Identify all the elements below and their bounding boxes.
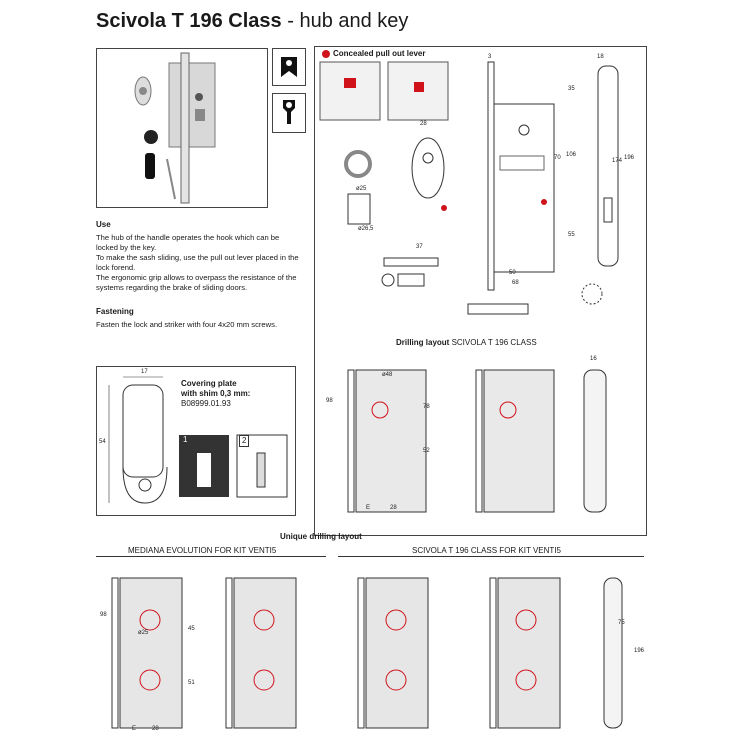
- plate-step-1: 1: [181, 435, 190, 445]
- unique-title: Unique drilling layout: [280, 532, 362, 541]
- use-line-3: The ergonomic grip allows to overpass th…: [96, 273, 297, 292]
- use-heading: Use: [96, 220, 111, 229]
- u-dim-98: 98: [100, 612, 107, 618]
- plate-line2: with shim 0,3 mm:: [181, 389, 251, 398]
- dim-26: ø26,5: [358, 226, 374, 232]
- dim-35: 35: [568, 86, 575, 92]
- use-section: Use The hub of the handle operates the h…: [96, 220, 301, 330]
- lock-product-image: [134, 52, 216, 204]
- red-dot-icon: [322, 50, 330, 58]
- fastening-text: Fasten the lock and striker with four 4x…: [96, 320, 278, 329]
- page-title: Scivola T 196 Class - hub and key: [96, 10, 408, 33]
- unique-drilling-drawings: [111, 577, 623, 729]
- covering-plate-box: 17 54 Covering plate with shim 0,3 mm: B…: [96, 366, 296, 516]
- dim-55: 55: [568, 232, 575, 238]
- unique-right-rule: [338, 556, 644, 557]
- plate-title: Covering plate: [181, 379, 237, 388]
- lever-label: Concealed pull out lever: [333, 49, 426, 58]
- title-bold: Scivola T 196 Class: [96, 10, 282, 32]
- plate-step-2: 2: [239, 435, 250, 447]
- hub-icon-box: [272, 48, 306, 86]
- dim-68: 68: [512, 280, 519, 286]
- u-dim-196: 196: [634, 648, 645, 654]
- dim-174: 174: [612, 158, 623, 164]
- drilling-title: Drilling layout SCIVOLA T 196 CLASS: [396, 338, 537, 347]
- dim-70: 70: [554, 155, 561, 161]
- plate-code: B08999.01.93: [181, 399, 231, 408]
- u-dim-75: 75: [618, 620, 625, 626]
- fastening-heading: Fastening: [96, 307, 134, 316]
- key-icon-box: [272, 93, 306, 133]
- u-dim-25: ø25: [138, 630, 149, 636]
- dim-e: E: [366, 505, 371, 511]
- use-line-1: The hub of the handle operates the hook …: [96, 233, 280, 252]
- dim-52: 52: [423, 448, 430, 454]
- dim-50: 50: [509, 270, 516, 276]
- dim-28b: 28: [390, 505, 397, 511]
- dim-28: 28: [420, 121, 427, 127]
- unique-left-label: MEDIANA EVOLUTION FOR KIT VENTI5: [126, 546, 279, 556]
- drilling-title-bold: Drilling layout: [396, 338, 450, 347]
- keyhole-icon: [283, 100, 295, 124]
- dim-78: 78: [423, 404, 430, 410]
- plate-dim-height: 54: [99, 439, 106, 445]
- u-dim-51: 51: [188, 680, 195, 686]
- unique-left-rule: [96, 556, 326, 557]
- dim-25: ø25: [356, 186, 367, 192]
- plate-dim-width: 17: [141, 369, 148, 375]
- dim-16: 16: [590, 356, 597, 362]
- dim-3: 3: [488, 54, 492, 60]
- dim-37: 37: [416, 244, 423, 250]
- u-dim-28: 28: [152, 726, 159, 732]
- dim-98: 98: [326, 398, 333, 404]
- unique-right-label: SCIVOLA T 196 CLASS FOR KIT VENTI5: [410, 546, 563, 556]
- product-photo-box: [96, 48, 268, 208]
- dim-106: 106: [566, 152, 577, 158]
- hub-icon: [281, 57, 297, 77]
- drilling-title-rest: SCIVOLA T 196 CLASS: [449, 338, 537, 347]
- u-dim-45: 45: [188, 626, 195, 632]
- dim-48: ø48: [382, 372, 393, 378]
- use-line-2: To make the sash sliding, use the pull o…: [96, 253, 299, 272]
- u-dim-e: E: [132, 726, 137, 732]
- covering-plate-drawing: [108, 376, 288, 504]
- dim-196: 196: [624, 155, 635, 161]
- lock-technical-drawing: [319, 61, 619, 513]
- dim-18: 18: [597, 54, 604, 60]
- title-rest: - hub and key: [281, 10, 409, 32]
